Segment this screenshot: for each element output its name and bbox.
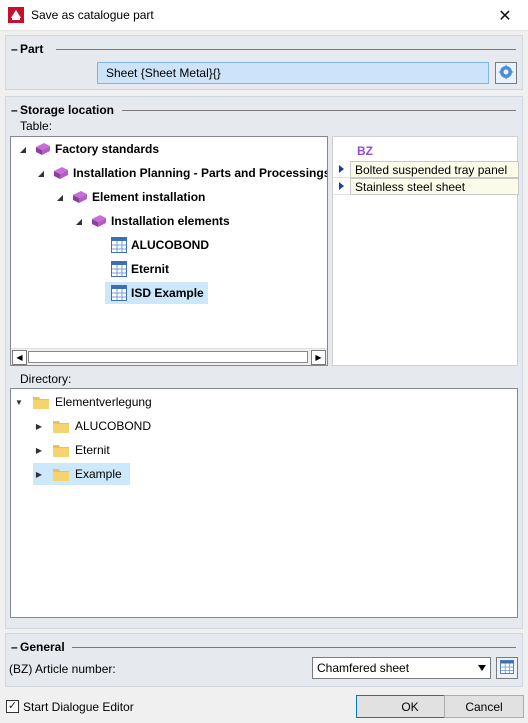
general-heading: General xyxy=(20,640,65,654)
collapse-arrow-icon[interactable]: ◢ xyxy=(37,168,45,178)
article-number-label: (BZ) Article number: xyxy=(9,662,116,676)
ok-button[interactable]: OK xyxy=(356,695,464,718)
cancel-button[interactable]: Cancel xyxy=(444,695,524,718)
column-header-bz[interactable]: BZ xyxy=(357,144,373,158)
part-heading: Part xyxy=(20,42,44,56)
scroll-left-icon[interactable]: ◀ xyxy=(12,350,27,365)
folder-icon xyxy=(33,395,49,409)
catalogue-book-icon xyxy=(91,214,107,228)
tree-item-element-installation[interactable]: ◢ Element installation xyxy=(54,186,205,208)
table-icon xyxy=(111,261,127,277)
collapse-arrow-icon[interactable]: ◢ xyxy=(19,144,27,154)
tree-item-alucobond[interactable]: ALUCOBOND xyxy=(105,234,209,256)
table-icon xyxy=(500,659,514,677)
dir-item-eternit[interactable]: ▶ Eternit xyxy=(33,439,110,461)
tree-item-isd-example[interactable]: ISD Example xyxy=(105,282,208,304)
expand-arrow-icon[interactable]: ▶ xyxy=(35,421,43,431)
table-tree[interactable]: ◢ Factory standards ◢ Installation Plann… xyxy=(10,136,328,366)
tree-item-installation-elements[interactable]: ◢ Installation elements xyxy=(73,210,230,232)
directory-label: Directory: xyxy=(20,372,72,386)
table-icon xyxy=(111,237,127,253)
app-logo-icon xyxy=(8,7,24,23)
expand-arrow-icon[interactable]: ▶ xyxy=(35,445,43,455)
dir-item-example[interactable]: ▶ Example xyxy=(33,463,130,485)
collapse-arrow-icon[interactable]: ◢ xyxy=(75,216,83,226)
article-number-select[interactable]: Chamfered sheet xyxy=(312,657,491,679)
table-label: Table: xyxy=(20,119,53,133)
row-indicator-icon xyxy=(333,161,351,178)
storage-heading: Storage location xyxy=(20,103,115,117)
article-table-button[interactable] xyxy=(496,657,518,679)
tree-item-factory-standards[interactable]: ◢ Factory standards xyxy=(17,138,159,160)
section-divider xyxy=(72,647,516,648)
scroll-right-icon[interactable]: ▶ xyxy=(311,350,326,365)
directory-tree[interactable]: ▼ Elementverlegung ▶ ALUCOBOND ▶ Eternit… xyxy=(10,388,518,618)
start-dialogue-editor-checkbox[interactable]: ✓ xyxy=(6,700,19,713)
table-values-grid[interactable]: BZ Bolted suspended tray panel Stainless… xyxy=(332,136,519,366)
window-title: Save as catalogue part xyxy=(31,8,154,22)
collapse-arrow-icon[interactable]: ◢ xyxy=(56,192,64,202)
table-icon xyxy=(111,285,127,301)
folder-icon xyxy=(53,443,69,457)
catalogue-book-icon xyxy=(53,166,69,180)
catalogue-book-icon xyxy=(72,190,88,204)
section-divider xyxy=(56,49,516,50)
table-row[interactable]: Stainless steel sheet xyxy=(333,178,519,195)
section-divider xyxy=(122,110,516,111)
table-row[interactable]: Bolted suspended tray panel xyxy=(333,161,519,178)
scroll-thumb[interactable] xyxy=(28,351,308,363)
title-bar: Save as catalogue part ✕ xyxy=(0,0,528,31)
horizontal-scrollbar[interactable]: ◀ ▶ xyxy=(11,348,327,365)
tree-item-eternit[interactable]: Eternit xyxy=(105,258,169,280)
start-dialogue-editor-label[interactable]: Start Dialogue Editor xyxy=(23,700,134,714)
part-settings-button[interactable] xyxy=(495,62,517,84)
part-name-field[interactable]: Sheet {Sheet Metal}{} xyxy=(97,62,489,84)
collapse-arrow-icon[interactable]: ▼ xyxy=(15,397,23,407)
gear-icon xyxy=(498,63,514,83)
chevron-down-icon[interactable] xyxy=(478,665,486,671)
tree-item-installation-planning[interactable]: ◢ Installation Planning - Parts and Proc… xyxy=(35,162,327,184)
part-section: – Part Sheet {Sheet Metal}{} xyxy=(5,35,523,90)
expand-arrow-icon[interactable]: ▶ xyxy=(35,469,43,479)
dir-item-alucobond[interactable]: ▶ ALUCOBOND xyxy=(33,415,151,437)
dir-item-elementverlegung[interactable]: ▼ Elementverlegung xyxy=(13,391,152,413)
folder-icon xyxy=(53,419,69,433)
folder-icon xyxy=(53,467,69,481)
row-indicator-icon xyxy=(333,178,351,195)
close-button[interactable]: ✕ xyxy=(498,7,512,25)
catalogue-book-icon xyxy=(35,142,51,156)
